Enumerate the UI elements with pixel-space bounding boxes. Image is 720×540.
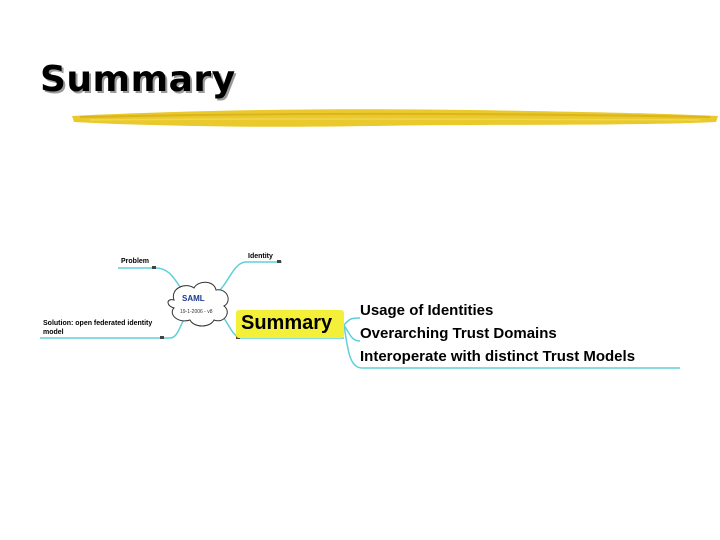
connector-branch-1 — [343, 317, 361, 326]
title-underline-brushstroke — [72, 109, 718, 127]
connector-branch-2 — [343, 324, 361, 342]
branch-interoperate-trust-models[interactable]: Interoperate with distinct Trust Models — [360, 348, 636, 365]
center-node-title[interactable]: SAML — [182, 294, 205, 303]
summary-node-highlight — [236, 310, 344, 338]
connector-identity — [214, 261, 282, 295]
node-problem[interactable]: Problem — [121, 258, 150, 265]
center-node-subtitle: 19-1-2006 - v8 — [180, 309, 213, 315]
node-solution[interactable]: Solution: open federated identity model — [43, 320, 153, 336]
branch-usage-of-identities[interactable]: Usage of Identities — [360, 302, 494, 319]
summary-node-label[interactable]: Summary — [241, 312, 333, 334]
saml-cloud — [167, 281, 229, 327]
slide-title: Summary — [40, 59, 236, 100]
connector-branch-3 — [343, 324, 680, 369]
node-identity[interactable]: Identity — [248, 253, 273, 260]
branch-overarching-trust-domains[interactable]: Overarching Trust Domains — [360, 325, 557, 342]
